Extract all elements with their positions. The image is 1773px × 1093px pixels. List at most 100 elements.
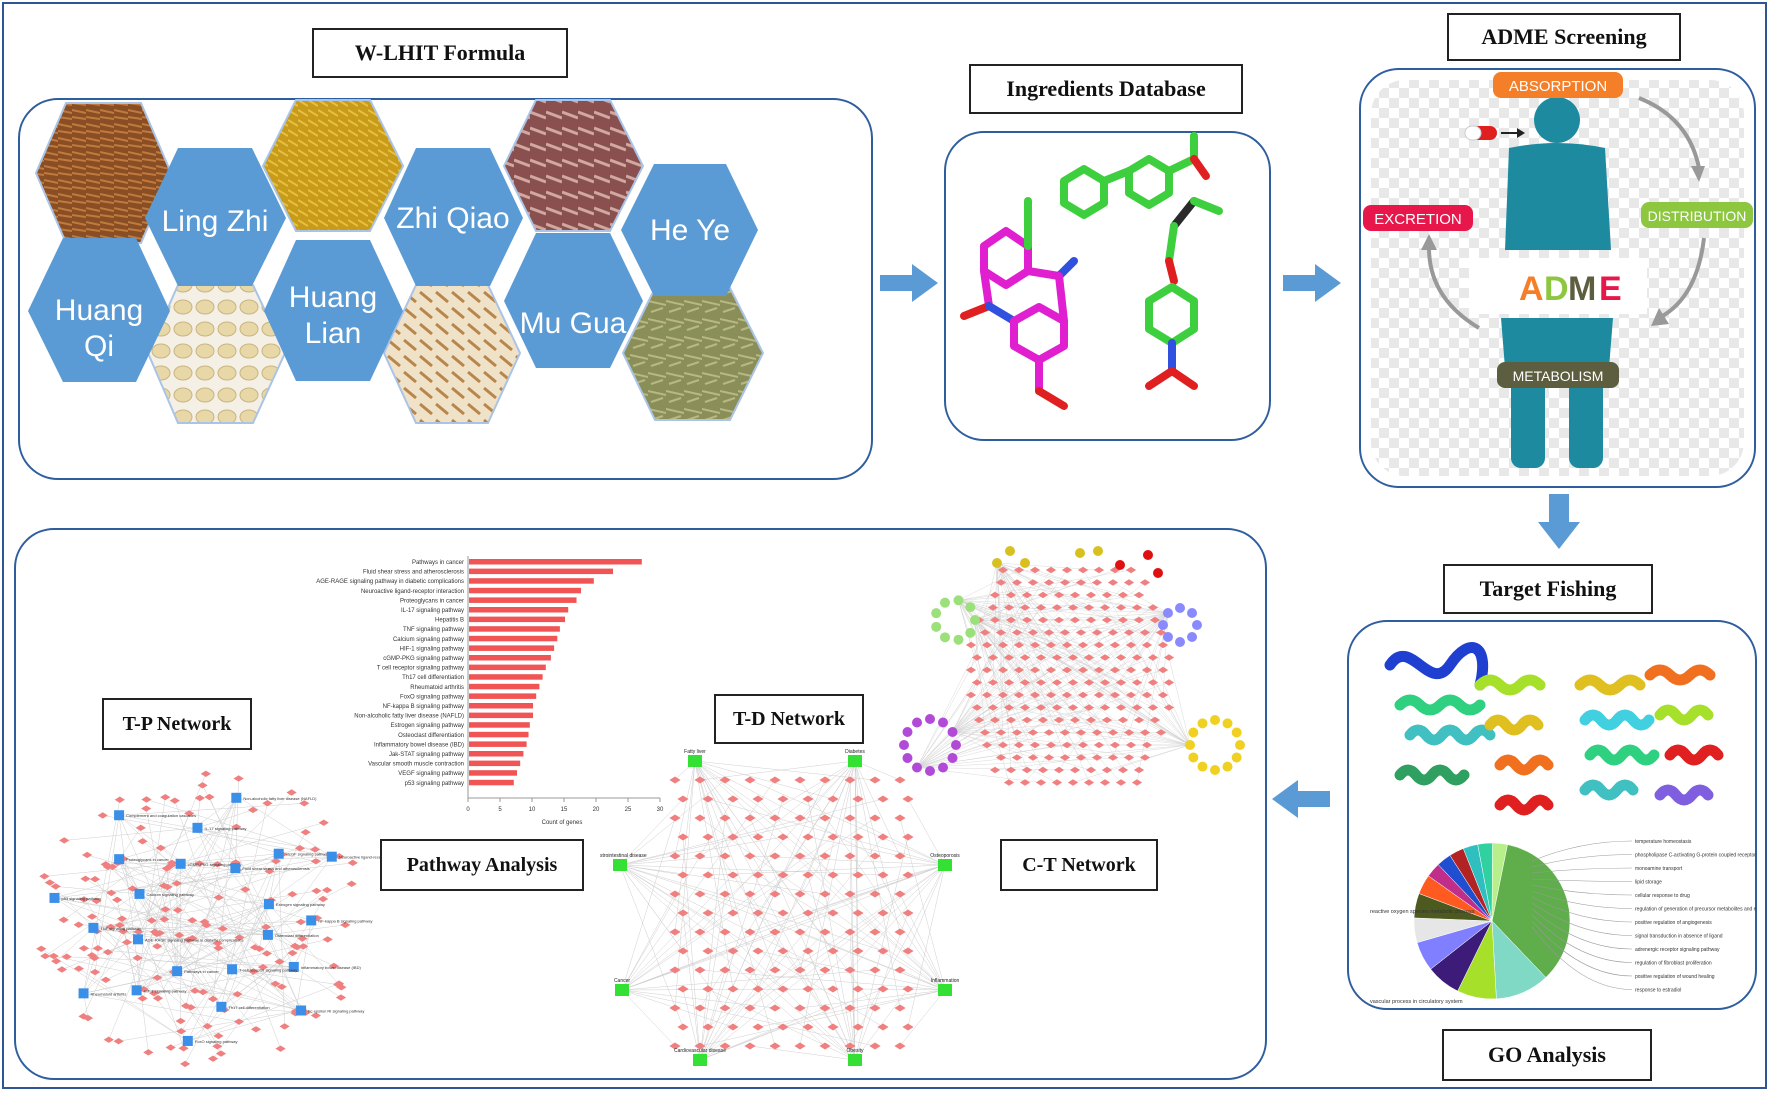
ct-target-node <box>1157 666 1169 674</box>
tp-edge <box>232 969 276 985</box>
ct-edge <box>916 669 1148 768</box>
huang-qi-slices-image <box>146 284 287 424</box>
ct-target-node <box>1093 691 1105 699</box>
he-ye-label: He Ye <box>650 214 730 247</box>
tp-target-node <box>89 968 101 976</box>
ct-target-node <box>1109 666 1121 674</box>
ct-edge <box>958 569 1132 601</box>
ct-target-node <box>1019 704 1031 711</box>
td-edge <box>857 988 946 991</box>
tp-edge <box>245 889 302 1011</box>
ct-edge <box>1112 612 1169 758</box>
ct-compound-node <box>1020 558 1030 568</box>
ct-target-node <box>1133 766 1145 774</box>
ct-target-node <box>1059 754 1071 761</box>
tp-target-node <box>261 950 273 957</box>
td-edge <box>619 864 826 895</box>
td-edge <box>854 760 859 800</box>
ct-edge <box>952 694 1084 733</box>
td-target-node <box>694 814 706 822</box>
ct-target-node <box>1155 629 1167 636</box>
td-target-node <box>719 1042 731 1050</box>
ct-target-node <box>1125 666 1137 674</box>
td-target-node <box>819 966 831 974</box>
td-target-node <box>894 852 906 860</box>
tp-edge <box>83 939 328 994</box>
td-target-node <box>819 1042 831 1050</box>
td-edge <box>619 817 826 866</box>
td-target-node <box>802 985 814 993</box>
tp-pathway-node <box>288 961 299 972</box>
ct-compound-node <box>1235 740 1245 750</box>
tp-edge <box>192 920 302 1011</box>
ct-target-node <box>1061 641 1073 649</box>
td-target-node <box>819 1004 831 1012</box>
td-edge <box>621 989 776 1009</box>
ct-target-node <box>1013 641 1025 649</box>
go-pie-slices <box>1413 842 1571 1000</box>
tp-edge <box>87 854 312 921</box>
tp-edge <box>267 934 335 967</box>
td-target-node <box>844 966 856 974</box>
tp-pathway-node <box>262 929 273 940</box>
td-target-node <box>877 871 889 879</box>
td-edge <box>707 798 946 866</box>
tp-pathway-node <box>182 1035 193 1046</box>
td-target-node <box>902 871 914 879</box>
td-edge <box>907 864 946 952</box>
td-target-node <box>694 928 706 936</box>
arrow-formula-to-ingredients <box>880 264 938 302</box>
td-edge <box>849 864 946 1047</box>
ct-compound-node <box>953 595 964 606</box>
td-target-node <box>794 966 806 974</box>
tp-pathway-node <box>172 966 183 977</box>
ct-target-node <box>1037 766 1049 774</box>
pathway-bar <box>469 607 569 613</box>
tp-edge <box>44 853 279 877</box>
ct-edge <box>996 562 1116 746</box>
td-edge <box>707 864 946 1028</box>
tp-edge <box>85 878 302 1011</box>
pathway-bar <box>469 731 529 738</box>
ct-compound-node <box>1188 727 1199 738</box>
ct-edge <box>1146 644 1191 746</box>
ct-compound-node <box>1115 560 1125 570</box>
tp-edge <box>91 916 302 1011</box>
tp-pathway-node <box>114 810 125 821</box>
ct-target-node <box>1133 616 1145 624</box>
td-edge <box>849 931 856 1061</box>
td-edge <box>749 779 946 866</box>
ct-target-node <box>1045 566 1057 574</box>
tp-edge <box>83 948 294 968</box>
td-target-node <box>719 890 731 898</box>
ct-target-node <box>1045 641 1057 649</box>
ct-compound-node <box>902 753 913 763</box>
tp-edge <box>151 920 268 936</box>
tp-edge <box>54 897 97 902</box>
td-target-node <box>677 909 689 917</box>
td-edge <box>899 817 946 991</box>
tp-target-node <box>187 935 198 942</box>
ct-target-node <box>1019 779 1031 786</box>
td-target-node <box>727 871 739 879</box>
ct-target-node <box>995 729 1007 736</box>
td-target-node <box>702 947 714 955</box>
ct-target-node <box>1115 779 1127 786</box>
ct-compound-node <box>940 597 950 608</box>
tp-target-node <box>233 1018 245 1025</box>
pathway-bar <box>469 664 546 671</box>
huang-lian-image <box>261 99 405 232</box>
td-edge <box>857 836 946 991</box>
ct-target-node <box>1155 729 1167 736</box>
ct-target-node <box>1035 654 1047 661</box>
huang-qi-label-2: Qi <box>84 330 114 363</box>
go-right-label: phospholipase C-activating G-protein cou… <box>1635 853 1756 859</box>
pathway-category-label: NF-kappa B signaling pathway <box>383 704 464 710</box>
ct-target-node <box>1027 579 1039 586</box>
cycle-arrows <box>1427 96 1706 330</box>
tp-pathway-node <box>134 888 145 899</box>
ct-target-node <box>989 616 1001 624</box>
tp-pathway-label: Calcium signaling pathway <box>146 892 193 897</box>
ct-target-node <box>1163 654 1175 661</box>
ct-target-node <box>1067 704 1079 711</box>
